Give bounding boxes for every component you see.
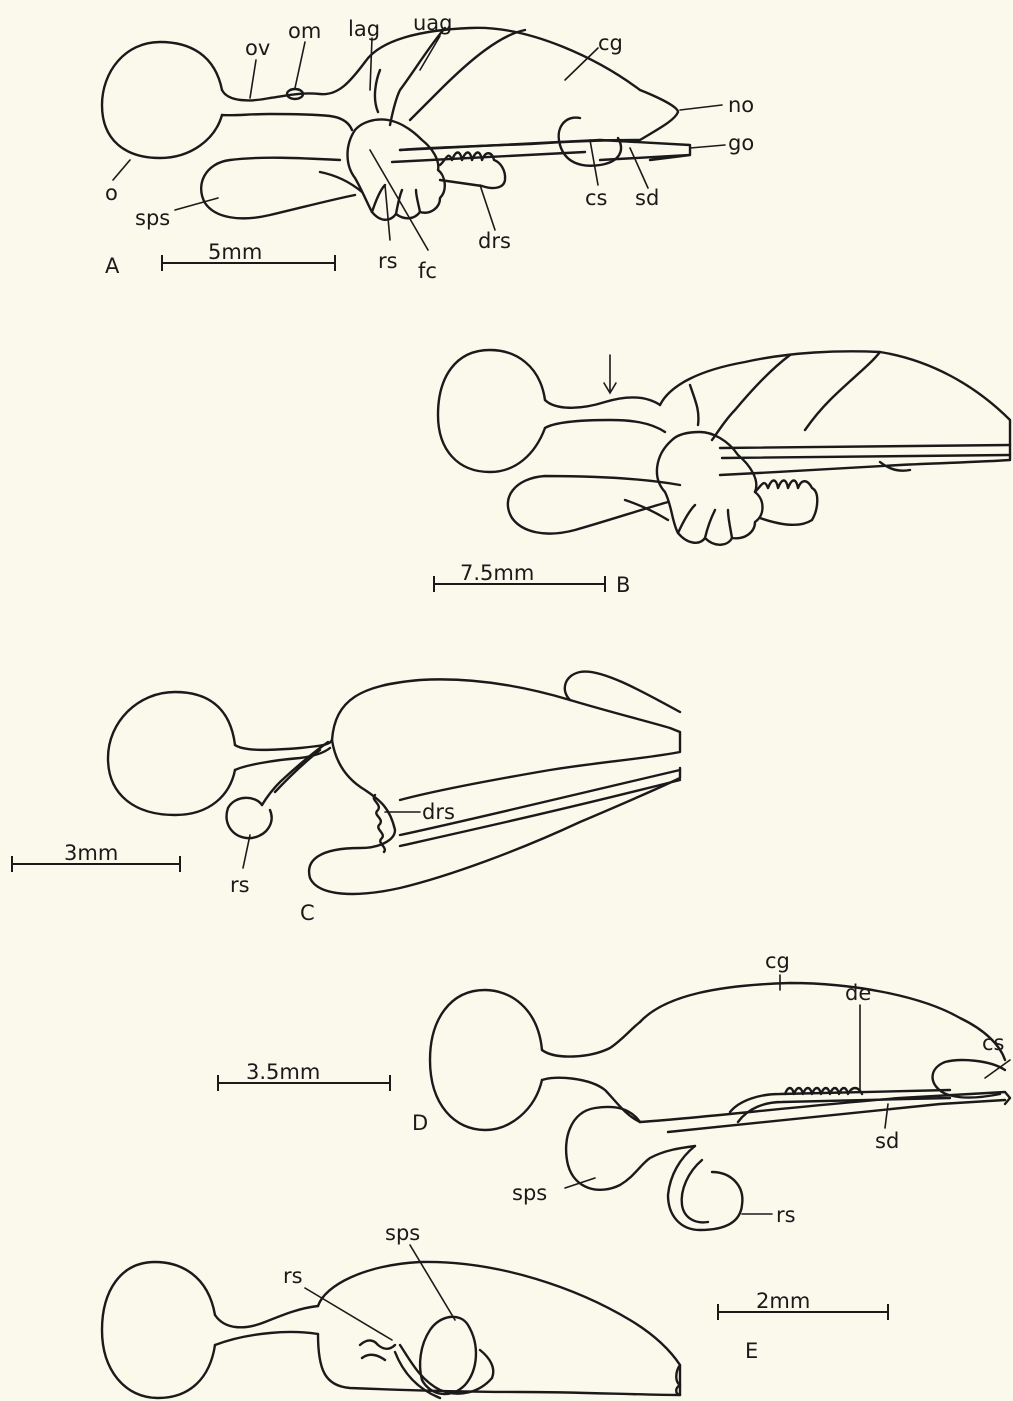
figure-b-letter: B: [616, 573, 630, 597]
figure-a-receptaculum-lobes: [372, 185, 420, 214]
label-a-uag: uag: [413, 11, 453, 35]
figure-d-capsule-gland: [640, 983, 1005, 1060]
figure-c-receptaculum: [227, 798, 272, 838]
figure-a-spermathecal-sac: [201, 158, 355, 219]
label-d-cs: cs: [982, 1031, 1005, 1055]
label-d-sps: sps: [512, 1181, 547, 1205]
figure-a-ovotestis: [102, 42, 222, 158]
figure-b-scale-label: 7.5mm: [460, 561, 534, 585]
figure-b-scale-bar: 7.5mm: [434, 561, 605, 592]
figure-e-scale-label: 2mm: [756, 1289, 810, 1313]
label-a-lag: lag: [348, 17, 380, 41]
figure-a-scale-label: 5mm: [208, 240, 262, 264]
figure-d-sperm-duct: [640, 1092, 1010, 1132]
figure-e-ovotestis: [102, 1262, 215, 1398]
figure-e-scale-bar: 2mm: [718, 1289, 888, 1320]
figure-d-letter: D: [412, 1111, 428, 1135]
figure-a-genital-opening: [600, 140, 690, 160]
label-a-go: go: [728, 131, 754, 155]
figure-e-letter: E: [745, 1339, 758, 1363]
label-d-rs: rs: [776, 1203, 796, 1227]
label-a-sps: sps: [135, 206, 170, 230]
label-a-rs: rs: [378, 249, 398, 273]
figure-d-scale-label: 3.5mm: [246, 1060, 320, 1084]
figure-b-coiled-duct: [755, 481, 817, 525]
figure-a-receptaculum: [348, 119, 445, 219]
figure-d-ovotestis: [430, 990, 542, 1130]
figure-a-scale-bar: 5mm: [162, 240, 335, 271]
figure-b-ovotestis: [438, 350, 545, 472]
label-a-cg: cg: [598, 31, 623, 55]
label-a-o: o: [105, 181, 118, 205]
figure-c-upper-lobe: [565, 672, 680, 712]
figure-d-scale-bar: 3.5mm: [218, 1060, 390, 1091]
figure-a-gland-divisions: [375, 28, 525, 125]
figure-b-drawing: [438, 350, 1010, 545]
label-a-drs: drs: [478, 229, 511, 253]
figure-b-duct: [545, 397, 665, 432]
figure-b-gland-divisions: [690, 352, 880, 440]
figure-c-duct: [235, 740, 332, 770]
label-d-cg: cg: [765, 949, 790, 973]
figure-e: sps rs 2mm E: [102, 1221, 888, 1398]
label-a-cs: cs: [585, 186, 608, 210]
figure-c-scale-bar: 3mm: [12, 841, 180, 872]
label-a-ov: ov: [245, 36, 270, 60]
figure-b: 7.5mm B: [434, 350, 1010, 597]
figure-b-spermathecal-sac: [508, 476, 680, 534]
figure-c-drawing: [108, 672, 680, 894]
figure-d-rs-duct: [668, 1146, 742, 1230]
label-a-om: om: [288, 19, 321, 43]
label-c-drs: drs: [422, 800, 455, 824]
figure-a-duct: [222, 62, 365, 130]
figure-a-spermathecal-duct: [320, 172, 362, 192]
figure-a-letter: A: [105, 254, 120, 278]
label-e-sps: sps: [385, 1221, 420, 1245]
figure-d-duct: [542, 1022, 640, 1122]
figure-c-leader-lines: [243, 812, 420, 868]
figure-c-rs-duct: [262, 742, 328, 805]
figure-b-arrow: [604, 355, 616, 393]
figure-e-drawing: [102, 1262, 680, 1398]
label-a-sd: sd: [635, 186, 659, 210]
figure-b-receptaculum-lobes: [678, 505, 732, 538]
figure-c-letter: C: [300, 901, 315, 925]
figure-c-scale-label: 3mm: [64, 841, 118, 865]
figure-d: cg de cs sd sps rs 3.5mm D: [218, 949, 1010, 1230]
label-e-rs: rs: [283, 1264, 303, 1288]
figure-e-coiled-duct: [360, 1340, 395, 1360]
label-c-rs: rs: [230, 873, 250, 897]
figure-e-duct: [215, 1306, 318, 1345]
figure-c-lower-body: [309, 740, 680, 894]
label-d-sd: sd: [875, 1129, 899, 1153]
figure-a: ov om lag uag cg no go o sps cs sd drs r…: [102, 11, 754, 283]
label-d-de: de: [845, 981, 871, 1005]
label-a-no: no: [728, 93, 754, 117]
figure-c-ovotestis: [108, 692, 235, 815]
figure-c: drs rs 3mm C: [12, 672, 680, 925]
label-a-fc: fc: [418, 259, 437, 283]
